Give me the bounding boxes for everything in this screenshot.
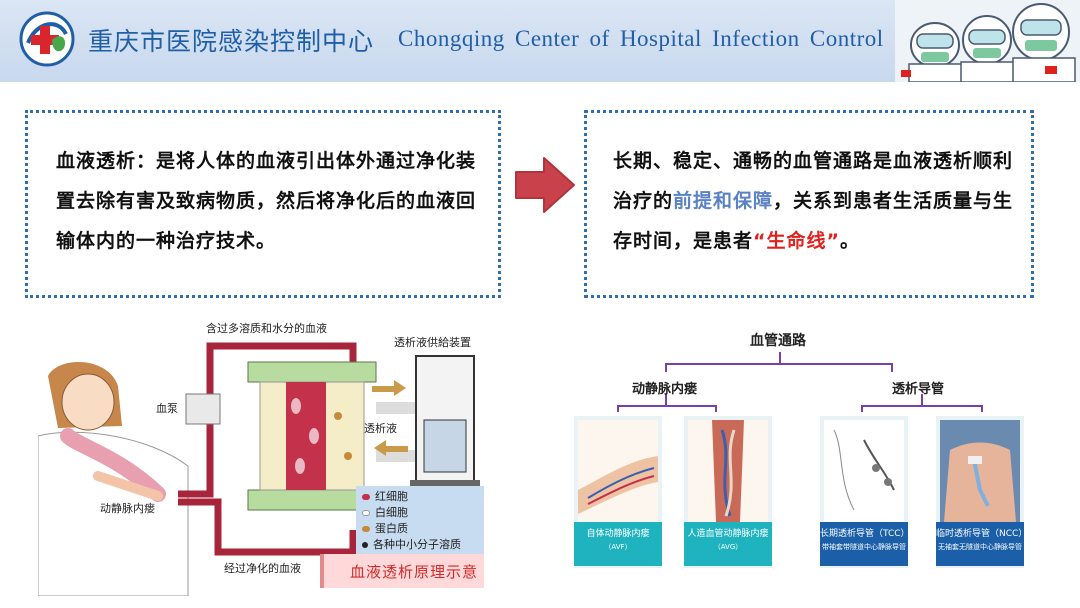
center-title-english: Chongqing Center of Hospital Infection C… [398,26,884,51]
right-arrow-icon [515,157,575,213]
vascular-access-text: 长期、稳定、通畅的血管通路是血液透析顺利治疗的前提和保障，关系到患者生活质量与生… [613,141,1023,261]
legend-item: 各种中小分子溶质 [362,536,461,552]
card-ncc: 临时透析导管（NCC）无袖套无隧道中心静脉导管 [936,416,1027,568]
legend-item: 蛋白质 [362,520,408,536]
diagram-caption: 血液透析原理示意 [320,554,484,588]
legend-item: 红细胞 [362,488,408,504]
legend-item: 白细胞 [362,504,408,520]
red-cell-swatch [362,494,370,500]
vascular-access-box: 长期、稳定、通畅的血管通路是血液透析顺利治疗的前提和保障，关系到患者生活质量与生… [584,110,1034,298]
label-blood-pump: 血泵 [156,402,178,415]
hospital-logo-icon [19,11,75,67]
vascular-access-tree: 血管通路 动静脉内瘘 透析导管 自体动静脉内瘘（AVF） 人造血管动静脉内瘘（A… [572,322,1032,594]
label-av-fistula: 动静脉内瘘 [100,502,155,515]
label-purified-blood: 经过净化的血液 [224,562,301,575]
dialysis-illustration [38,342,480,596]
definition-box: 血液透析：是将人体的血液引出体外通过净化装置去除有害及致病物质，然后将净化后的血… [25,110,501,298]
definition-text: 血液透析：是将人体的血液引出体外通过净化装置去除有害及致病物质，然后将净化后的血… [56,150,477,252]
tcc-catheter-image [824,420,904,522]
tree-branch-fistula: 动静脉内瘘 [632,382,698,397]
text-part-3: 。 [840,230,861,252]
card-avf-caption: 自体动静脉内瘘（AVF） [574,522,662,566]
tree-root: 血管通路 [750,333,806,349]
dialysis-legend: 红细胞 白细胞 蛋白质 各种中小分子溶质 [356,486,484,554]
tree-connectors [617,352,983,412]
tree-branch-catheter: 透析导管 [892,382,945,397]
card-tcc: 长期透析导管（TCC）带袖套带隧道中心静脉导管 [820,416,910,568]
card-avf: 自体动静脉内瘘（AVF） [574,416,662,568]
card-tcc-caption: 长期透析导管（TCC）带袖套带隧道中心静脉导管 [820,522,910,566]
card-avg: 人造血管动静脉内瘘（AVG） [684,416,772,568]
label-dialysate-supply: 透析液供給装置 [394,336,471,349]
header-bar: 重庆市医院感染控制中心 Chongqing Center of Hospital… [0,0,1080,82]
text-part-1: 长期、稳定、通畅的血管通路是血液透析顺利治疗的 [613,150,1014,212]
card-avg-caption: 人造血管动静脉内瘘（AVG） [684,522,772,566]
white-cell-swatch [362,510,370,516]
dialysis-principle-diagram: 含过多溶质和水分的血液 透析液供給装置 血泵 透析液 动静脉内瘘 经过净化的血液… [38,316,488,596]
avf-arm-image [578,420,658,522]
center-title-chinese: 重庆市医院感染控制中心 [88,27,375,56]
protein-swatch [362,526,370,532]
card-ncc-caption: 临时透析导管（NCC）无袖套无隧道中心静脉导管 [936,522,1027,566]
avg-arm-image [688,420,768,522]
ncc-neck-image [940,420,1020,522]
label-dialysate: 透析液 [364,422,397,435]
label-unpurified-blood: 含过多溶质和水分的血液 [206,322,327,335]
solute-swatch [362,542,368,548]
medical-staff-illustration [895,0,1080,82]
highlight-lifeline: “生命线” [753,230,840,252]
text-part-2: ，关系到患者生活质量与生存时间，是患者 [613,190,1014,252]
highlight-prerequisite: 前提和保障 [673,190,774,212]
